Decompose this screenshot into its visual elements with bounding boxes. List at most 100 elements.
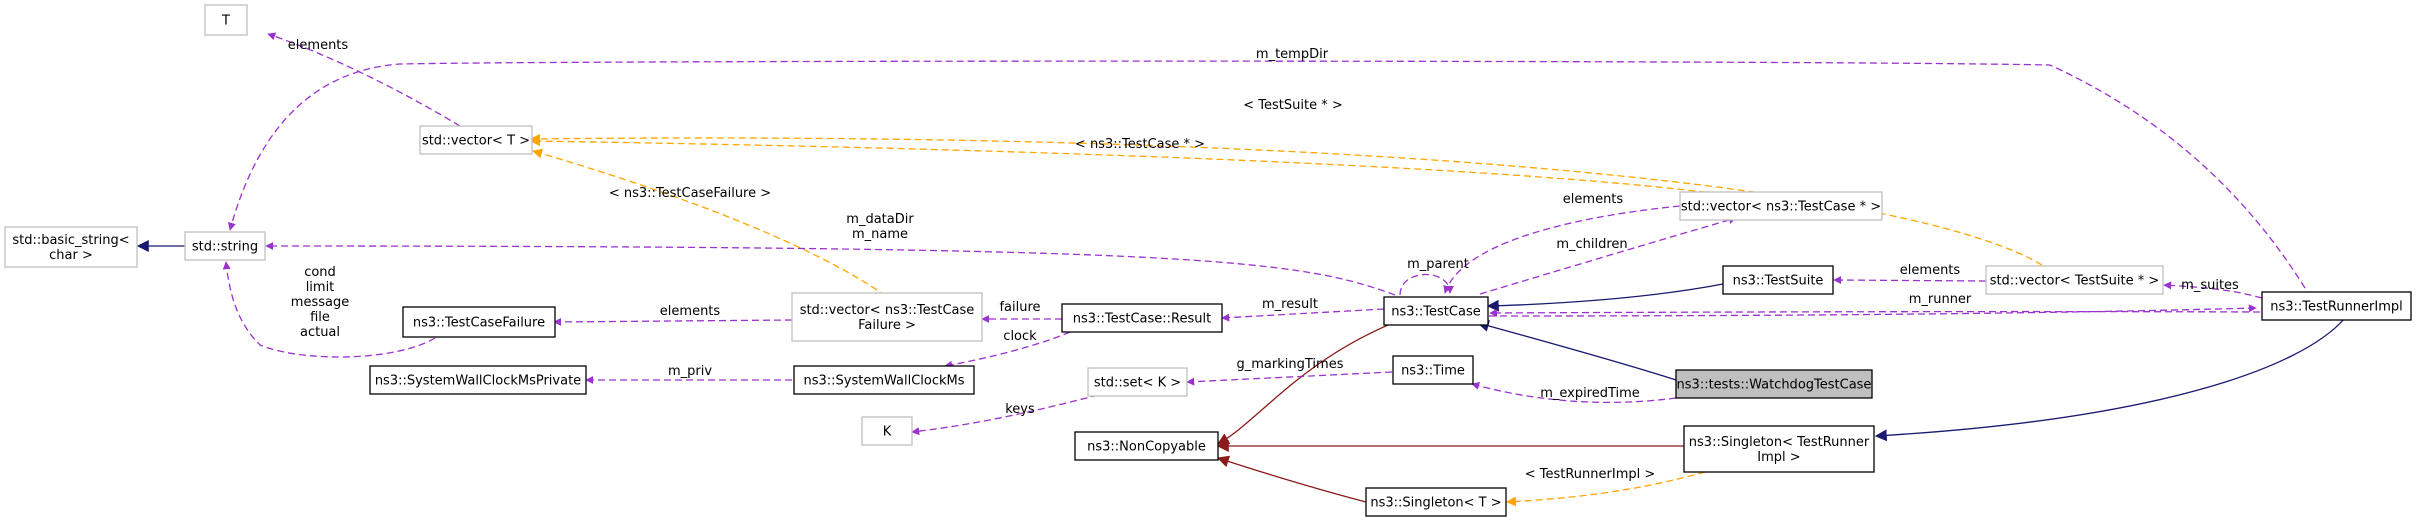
class-node-testcase[interactable]: ns3::TestCase xyxy=(1383,296,1489,326)
edge-vector-tc-elements-to-testcase xyxy=(1443,205,1681,294)
class-node-set-k[interactable]: std::set< K > xyxy=(1087,367,1188,397)
edge-testrunnerimpl-suites-to-vector-ts xyxy=(2163,281,2263,299)
class-node-vector-testcasefailure[interactable]: std::vector< ns3::TestCaseFailure > xyxy=(791,292,983,342)
class-node-watchdogtestcase[interactable]: ns3::tests::WatchdogTestCase xyxy=(1675,369,1873,399)
label-m-expiredtime: m_expiredTime xyxy=(1540,386,1640,401)
class-node-systemwallclockms[interactable]: ns3::SystemWallClockMs xyxy=(793,365,975,395)
label-vector-tc-elements: elements xyxy=(1563,192,1624,207)
edge-set-k-keys-to-K xyxy=(911,394,1099,436)
node-label: std::set< K > xyxy=(1094,376,1181,391)
node-label: std::string xyxy=(192,240,258,255)
edge-testcase-datadir-to-string xyxy=(265,242,1396,296)
class-node-T[interactable]: T xyxy=(204,4,248,36)
edge-testcase-children-to-vector-tc xyxy=(1479,216,1737,295)
node-label: T xyxy=(221,14,230,29)
node-label: ns3::Singleton< TestRunner xyxy=(1689,435,1870,450)
node-label: ns3::Singleton< T > xyxy=(1370,496,1501,511)
edge-label-line: < TestRunnerImpl > xyxy=(1525,467,1656,482)
edge-singleton-tri-to-singleton-t xyxy=(1506,471,1706,507)
node-label: ns3::TestCase::Result xyxy=(1073,312,1211,327)
edge-label-line: elements xyxy=(1900,263,1961,278)
class-node-vector-t[interactable]: std::vector< T > xyxy=(419,125,533,155)
label-m-priv: m_priv xyxy=(668,364,712,379)
class-node-time[interactable]: ns3::Time xyxy=(1392,355,1474,385)
edge-label-line: elements xyxy=(288,38,349,53)
edge-label-line: clock xyxy=(1003,329,1037,344)
node-label: std::basic_string< xyxy=(12,233,129,248)
edge-label-line: elements xyxy=(660,304,721,319)
label-failure: failure xyxy=(999,300,1040,315)
class-node-systemwallclockmsprivate[interactable]: ns3::SystemWallClockMsPrivate xyxy=(369,365,587,395)
node-label: ns3::TestCaseFailure xyxy=(413,316,545,331)
edge-vector-ts-elements-to-testsuite xyxy=(1833,276,1987,285)
label-vector-t-elements: elements xyxy=(288,38,349,53)
label-g-markingtimes: g_markingTimes xyxy=(1237,357,1344,372)
edge-testcase-parent-self xyxy=(1399,273,1454,296)
node-label: std::vector< ns3::TestCase xyxy=(800,303,975,318)
class-node-basic-string[interactable]: std::basic_string<char > xyxy=(4,226,138,268)
class-node-singleton-testrunnerimpl[interactable]: ns3::Singleton< TestRunnerImpl > xyxy=(1683,425,1875,473)
edge-vector-testsuite-ptr-to-vector-t xyxy=(530,133,2043,266)
node-label: ns3::TestCase xyxy=(1391,305,1480,320)
label-clock: clock xyxy=(1003,329,1037,344)
edge-label-line: m_dataDir xyxy=(846,212,914,227)
edge-label-line: m_result xyxy=(1262,297,1318,312)
node-label: std::vector< TestSuite * > xyxy=(1990,274,2160,289)
edge-result-clock-to-swcm xyxy=(944,331,1071,369)
edge-testrunnerimpl-inherits-singleton xyxy=(1874,317,2346,442)
label-testcasefailure-tpl: < ns3::TestCaseFailure > xyxy=(609,186,771,201)
edge-label-line: < TestSuite * > xyxy=(1243,98,1342,113)
edge-label-line: m_parent xyxy=(1407,257,1469,272)
label-keys: keys xyxy=(1005,402,1035,417)
edge-testcase-result-to-result xyxy=(1221,308,1385,322)
label-m-parent: m_parent xyxy=(1407,257,1469,272)
class-node-vector-testsuite-ptr[interactable]: std::vector< TestSuite * > xyxy=(1985,265,2164,295)
edge-label-line: m_suites xyxy=(2181,278,2239,293)
edge-vector-t-elements-to-T xyxy=(267,32,461,127)
node-label: Impl > xyxy=(1757,450,1800,465)
edge-label-line: m_expiredTime xyxy=(1540,386,1640,401)
label-tcf-elements: elements xyxy=(660,304,721,319)
edge-watchdog-expiredtime-to-time xyxy=(1471,382,1677,404)
edge-testsuite-inherits-testcase xyxy=(1486,283,1724,312)
class-node-singleton-t[interactable]: ns3::Singleton< T > xyxy=(1365,487,1507,517)
label-testsuite-elements: elements xyxy=(1900,263,1961,278)
class-node-testcase-result[interactable]: ns3::TestCase::Result xyxy=(1061,303,1223,333)
edge-testcase-inherits-noncopyable xyxy=(1216,319,1401,445)
node-label: ns3::Time xyxy=(1401,364,1465,379)
edge-label-line: keys xyxy=(1005,402,1035,417)
label-m-suites: m_suites xyxy=(2181,278,2239,293)
class-node-testcasefailure[interactable]: ns3::TestCaseFailure xyxy=(402,306,556,338)
edge-testrunnerimpl-runner-to-testcase xyxy=(1489,308,2261,317)
edge-label-line: message xyxy=(291,295,349,310)
edge-time-markingtimes-to-set-k xyxy=(1186,371,1393,386)
class-node-testrunnerimpl[interactable]: ns3::TestRunnerImpl xyxy=(2261,291,2412,321)
node-label: std::vector< ns3::TestCase * > xyxy=(1681,200,1881,215)
class-node-K[interactable]: K xyxy=(861,416,913,446)
edge-label-line: < ns3::TestCaseFailure > xyxy=(609,186,771,201)
class-node-string[interactable]: std::string xyxy=(184,231,266,261)
edge-label-line: < ns3::TestCase * > xyxy=(1075,137,1205,152)
edge-label-line: actual xyxy=(300,325,340,340)
edge-vector-tcf-elements-to-testcasefailure xyxy=(553,317,793,326)
edge-vector-testcase-ptr-to-vector-t xyxy=(530,136,1729,196)
label-testcase-ptr: < ns3::TestCase * > xyxy=(1075,137,1205,152)
label-m-tempdir: m_tempDir xyxy=(1256,47,1329,62)
node-label: Failure > xyxy=(858,318,916,333)
label-m-result: m_result xyxy=(1262,297,1318,312)
node-label: std::vector< T > xyxy=(422,134,530,149)
edge-testcasefailure-to-string xyxy=(222,261,436,358)
edge-watchdog-inherits-testcase xyxy=(1476,320,1677,381)
label-m-runner: m_runner xyxy=(1909,292,1972,307)
node-label: char > xyxy=(49,248,93,263)
class-node-noncopyable[interactable]: ns3::NonCopyable xyxy=(1074,431,1219,461)
edge-label-line: m_children xyxy=(1556,237,1627,252)
class-node-vector-testcase-ptr[interactable]: std::vector< ns3::TestCase * > xyxy=(1679,191,1883,221)
node-label: ns3::TestRunnerImpl xyxy=(2270,300,2403,315)
node-label: K xyxy=(883,425,892,440)
class-node-testsuite[interactable]: ns3::TestSuite xyxy=(1722,265,1834,295)
node-label: ns3::TestSuite xyxy=(1733,274,1824,289)
